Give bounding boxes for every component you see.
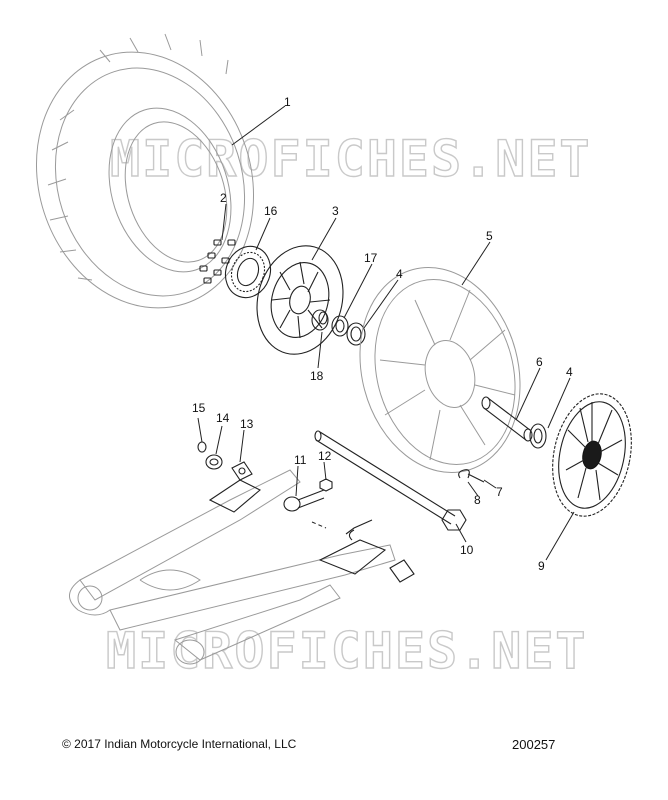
leader-lines bbox=[197, 105, 575, 561]
callout-1: 1 bbox=[284, 95, 291, 109]
callout-10: 10 bbox=[460, 543, 474, 557]
seal-17 bbox=[331, 315, 349, 337]
tire bbox=[35, 33, 255, 309]
swingarm bbox=[69, 469, 415, 665]
pivot-bolt-11 bbox=[283, 489, 325, 512]
figure-number: 200257 bbox=[512, 737, 556, 752]
callout-15: 15 bbox=[192, 401, 206, 415]
tone-ring bbox=[224, 245, 272, 299]
callout-4-right: 4 bbox=[566, 365, 573, 379]
brake-disc-bolts bbox=[199, 239, 236, 284]
bushing-14 bbox=[205, 454, 223, 470]
callout-4-left: 4 bbox=[396, 267, 403, 281]
nut-12 bbox=[319, 478, 333, 492]
washer-15 bbox=[197, 441, 207, 453]
callout-labels: 1 2 16 3 5 17 4 18 6 4 15 14 13 11 12 7 … bbox=[192, 95, 573, 573]
sprocket bbox=[552, 393, 632, 517]
callout-6: 6 bbox=[536, 355, 543, 369]
watermark-top: MICROFICHES.NET bbox=[110, 130, 592, 188]
callout-5: 5 bbox=[486, 229, 493, 243]
bearing-4-left bbox=[346, 322, 366, 346]
callout-9: 9 bbox=[538, 559, 545, 573]
adjuster-plate-13 bbox=[231, 461, 253, 481]
watermark-bottom: MICROFICHES.NET bbox=[106, 622, 588, 680]
spacer-18 bbox=[311, 309, 329, 331]
copyright-notice: © 2017 Indian Motorcycle International, … bbox=[62, 737, 297, 751]
callout-11: 11 bbox=[294, 453, 307, 467]
axle-spacer-6 bbox=[481, 396, 533, 442]
callout-12: 12 bbox=[318, 449, 332, 463]
callout-7: 7 bbox=[496, 485, 503, 499]
axle bbox=[314, 430, 467, 531]
callout-3: 3 bbox=[332, 204, 339, 218]
clip-8 bbox=[458, 469, 470, 479]
brake-disc bbox=[256, 245, 344, 355]
bearing-4-right bbox=[529, 423, 547, 449]
cotter-pin-7 bbox=[467, 473, 485, 483]
callout-17: 17 bbox=[364, 251, 378, 265]
callout-16: 16 bbox=[264, 204, 278, 218]
wheel bbox=[359, 267, 521, 473]
callout-13: 13 bbox=[240, 417, 254, 431]
callout-2: 2 bbox=[220, 191, 227, 205]
callout-18: 18 bbox=[310, 369, 324, 383]
callout-8: 8 bbox=[474, 493, 481, 507]
callout-14: 14 bbox=[216, 411, 230, 425]
